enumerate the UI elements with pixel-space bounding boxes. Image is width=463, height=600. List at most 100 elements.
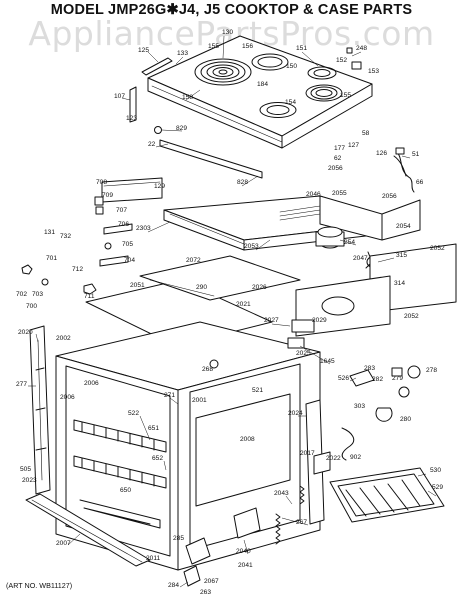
part-label: 184 — [257, 81, 268, 88]
part-label: 284 — [168, 582, 179, 589]
cooktop-panel — [147, 35, 373, 149]
part-label: 152 — [336, 57, 347, 64]
part-label: 2020 — [18, 329, 33, 336]
coil-burner-large — [194, 58, 252, 86]
cabinet-side — [295, 243, 457, 337]
part-label: 126 — [376, 150, 387, 157]
side-trim-left — [29, 325, 51, 495]
part-label: 315 — [396, 252, 407, 259]
part-label: 704 — [124, 257, 135, 264]
trim-strip — [129, 57, 173, 123]
part-label: 303 — [354, 403, 365, 410]
part-label: 707 — [116, 207, 127, 214]
part-label: 703 — [32, 291, 43, 298]
part-label: 505 — [20, 466, 31, 473]
part-label: 2053 — [244, 243, 259, 250]
part-label: 2054 — [396, 223, 411, 230]
part-label: 2051 — [130, 282, 145, 289]
oven-rack-lower — [73, 455, 167, 489]
part-label: 314 — [394, 280, 405, 287]
part-label: 130 — [222, 29, 233, 36]
part-label: 2072 — [186, 257, 201, 264]
part-callouts: 130 125 133 155 156 151 248 150 152 153 … — [16, 29, 445, 596]
oven-cavity — [55, 321, 321, 571]
part-label: 278 — [426, 367, 437, 374]
art-number: (ART NO. WB11127) — [6, 581, 73, 590]
part-label: 2052 — [404, 313, 419, 320]
part-label: 155 — [340, 92, 351, 99]
part-label: 701 — [46, 255, 57, 262]
part-label: 58 — [362, 130, 370, 137]
part-label: 2040 — [236, 548, 251, 555]
part-label: 2029 — [312, 317, 327, 324]
part-label: 2027 — [264, 317, 279, 324]
part-label: 283 — [364, 365, 375, 372]
part-label: 828 — [237, 179, 248, 186]
part-label: 2006 — [84, 380, 99, 387]
part-label: 263 — [200, 589, 211, 596]
part-label: 2046 — [306, 191, 321, 198]
part-label: 2047 — [353, 255, 368, 262]
part-label: 129 — [154, 183, 165, 190]
sensor-probe — [341, 427, 355, 461]
part-label: 127 — [348, 142, 359, 149]
part-label: 522 — [128, 410, 139, 417]
blower-motor — [315, 226, 345, 249]
hinge-lower — [183, 507, 261, 587]
part-label: 902 — [350, 454, 361, 461]
part-label: 706 — [118, 221, 129, 228]
part-label: 2017 — [300, 450, 315, 457]
cooktop-front-hinge — [154, 126, 263, 179]
part-label: 2007 — [56, 540, 71, 547]
part-label: 177 — [334, 145, 345, 152]
part-label: 651 — [148, 425, 159, 432]
drip-bowl-right — [307, 66, 337, 80]
part-label: 702 — [16, 291, 27, 298]
part-label: 107 — [114, 93, 125, 100]
oven-light — [375, 365, 421, 422]
coil-burner-small — [305, 84, 343, 102]
part-label: 271 — [164, 392, 175, 399]
part-label: 2303 — [136, 225, 151, 232]
part-label: 2006 — [60, 394, 75, 401]
part-label: 530 — [430, 467, 441, 474]
part-label: 708 — [96, 179, 107, 186]
part-label: 2041 — [238, 562, 253, 569]
terminal-block — [346, 47, 362, 70]
part-label: 155 — [208, 43, 219, 50]
part-label: 51 — [412, 151, 420, 158]
wire-harness — [393, 147, 415, 193]
part-label: 154 — [285, 99, 296, 106]
part-label: 2055 — [332, 190, 347, 197]
part-label: 125 — [138, 47, 149, 54]
part-label: 526 — [338, 375, 349, 382]
part-label: 2021 — [236, 301, 251, 308]
part-label: 2008 — [240, 436, 255, 443]
bake-element — [79, 499, 161, 529]
part-label: 153 — [368, 68, 379, 75]
part-label: 709 — [102, 192, 113, 199]
part-label: 285 — [173, 535, 184, 542]
part-label: 2023 — [22, 477, 37, 484]
part-label: 277 — [16, 381, 27, 388]
part-label: 268 — [202, 366, 213, 373]
part-label: 62 — [334, 155, 342, 162]
part-label: 156 — [242, 43, 253, 50]
door-spring — [275, 485, 305, 545]
door-hinge-bracket — [305, 399, 331, 525]
part-label: 712 — [72, 266, 83, 273]
broiler-pan — [329, 467, 445, 523]
part-label: 133 — [177, 50, 188, 57]
latch-assembly — [209, 319, 315, 369]
part-label: 151 — [296, 45, 307, 52]
part-label: 66 — [416, 179, 424, 186]
part-label: 2052 — [430, 245, 445, 252]
part-label: 2002 — [56, 335, 71, 342]
part-label: 732 — [60, 233, 71, 240]
part-label: 829 — [176, 125, 187, 132]
drip-pan-rear — [251, 53, 289, 71]
part-label: 711 — [84, 293, 95, 300]
drip-pan-front — [259, 102, 297, 118]
part-label: 248 — [356, 45, 367, 52]
